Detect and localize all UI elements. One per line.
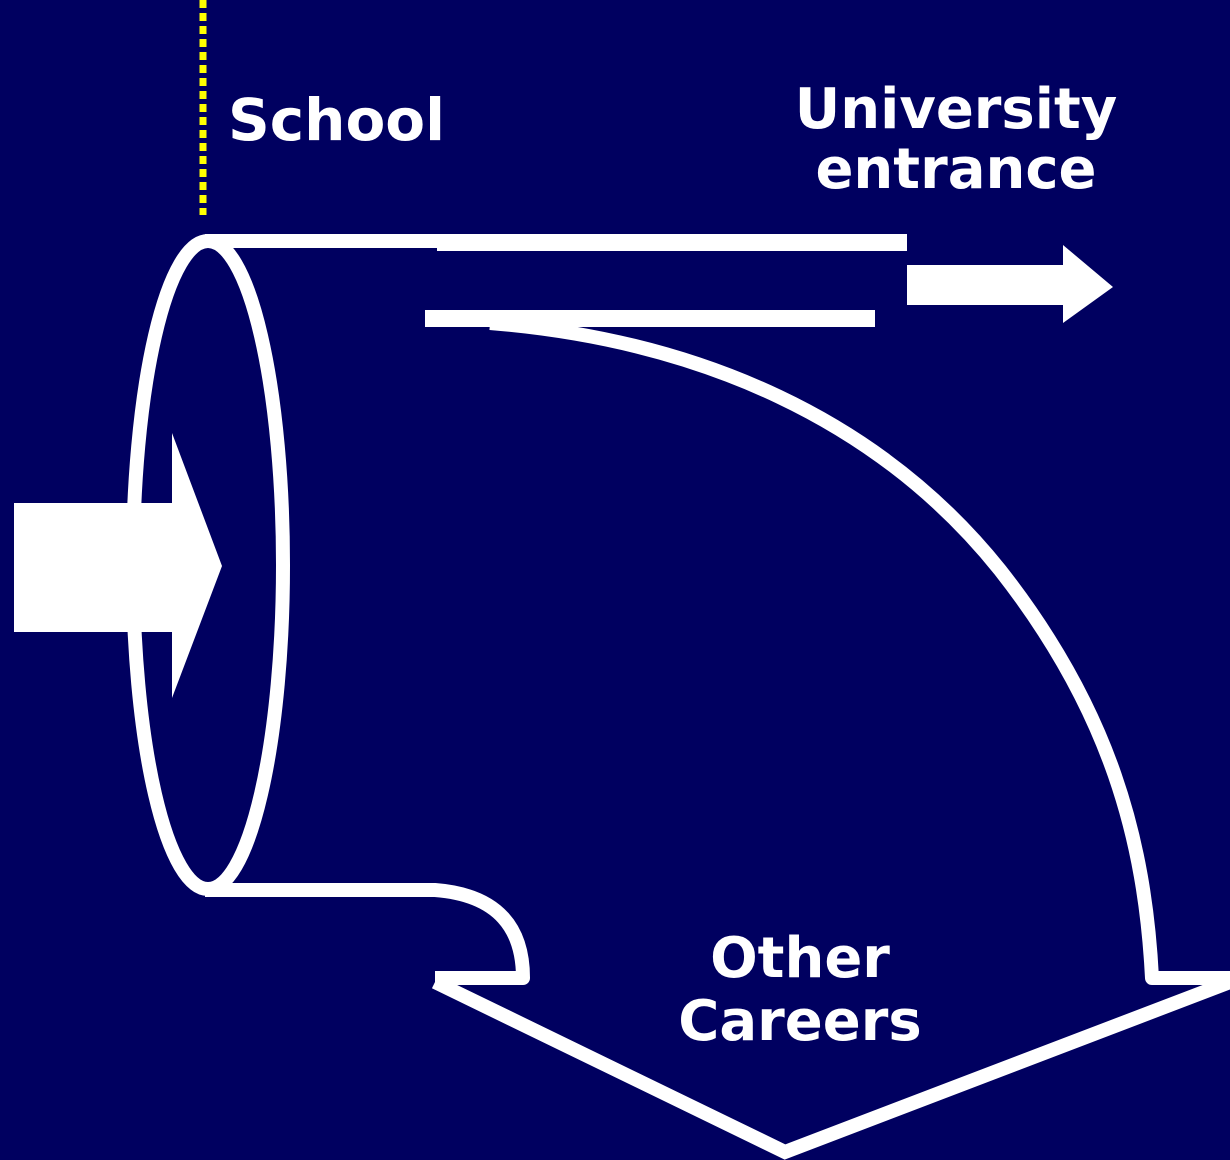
university-channel-top-bar	[437, 234, 907, 251]
other-careers-label-line1: Other	[710, 926, 890, 991]
university-entrance-label: University entrance	[786, 77, 1126, 203]
other-careers-label: Other Careers	[660, 926, 940, 1054]
input-arrow	[14, 433, 222, 698]
pipe-outer-bend	[489, 316, 1230, 985]
pipe-inner-bend	[205, 883, 530, 985]
university-arrow	[907, 245, 1113, 323]
other-careers-label-line2: Careers	[678, 988, 922, 1054]
university-label-line1: University	[794, 77, 1118, 142]
school-label: School	[228, 88, 445, 153]
university-label-line2: entrance	[815, 137, 1097, 203]
school-label-text: School	[228, 86, 446, 154]
other-careers-arrow	[431, 975, 1230, 1160]
